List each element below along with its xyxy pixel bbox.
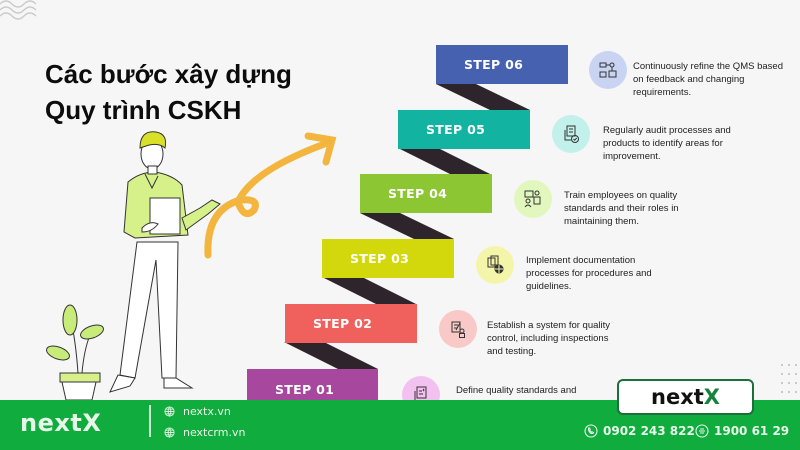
step-label: STEP 01 <box>275 382 335 397</box>
brand-name-suffix: X <box>703 385 720 409</box>
globe-icon <box>164 406 175 417</box>
curved-arrow-icon <box>204 132 337 259</box>
step-02-bar[interactable]: STEP 02 <box>285 304 417 343</box>
phone-number: 0902 243 822 <box>603 424 695 438</box>
step-03-description: Implement documentation processes for pr… <box>526 255 652 292</box>
footer-link-text: nextx.vn <box>183 405 231 418</box>
title-line-2: Quy trình CSKH <box>45 95 242 125</box>
quality-control-icon <box>439 310 477 348</box>
documentation-globe-icon <box>476 246 514 284</box>
brand-name-prefix: next <box>651 385 704 409</box>
dots-decoration-icon <box>781 364 797 402</box>
person-illustration <box>109 131 221 393</box>
step-06-description: Continuously refine the QMS based on fee… <box>633 61 783 98</box>
step-label: STEP 02 <box>313 316 373 331</box>
step-01-bar[interactable]: STEP 01 <box>247 369 378 400</box>
step-03-bar[interactable]: STEP 03 <box>322 239 454 278</box>
globe-icon <box>164 427 175 438</box>
step-06-bar[interactable]: STEP 06 <box>436 45 568 84</box>
audit-checklist-icon <box>552 115 590 153</box>
staircase-shadows <box>284 84 530 369</box>
step-label: STEP 05 <box>426 122 486 137</box>
step-label: STEP 04 <box>388 186 448 201</box>
hotline-icon <box>695 424 709 438</box>
footer-link-nextx[interactable]: nextx.vn <box>164 405 231 418</box>
footer-link-text: nextcrm.vn <box>183 426 246 439</box>
page-title: Các bước xây dựng Quy trình CSKH <box>45 56 292 128</box>
footer-divider <box>149 405 151 437</box>
illustration <box>46 131 337 400</box>
step-label: STEP 03 <box>350 251 410 266</box>
step-01-description: Define quality standards and <box>456 385 577 396</box>
step-02-description: Establish a system for quality control, … <box>487 320 611 357</box>
step-04-bar[interactable]: STEP 04 <box>360 174 492 213</box>
phone-icon <box>584 424 598 438</box>
title-line-1: Các bước xây dựng <box>45 59 292 89</box>
training-people-icon <box>514 180 552 218</box>
footer-logo: nextX <box>20 409 102 437</box>
step-05-bar[interactable]: STEP 05 <box>398 110 530 149</box>
step-05-description: Regularly audit processes and products t… <box>603 125 731 162</box>
footer-phone-mobile[interactable]: 0902 243 822 <box>584 424 695 438</box>
workflow-refine-icon <box>589 51 627 89</box>
wave-decoration-icon <box>0 0 37 20</box>
footer-link-nextcrm[interactable]: nextcrm.vn <box>164 426 245 439</box>
phone-number: 1900 61 29 <box>714 424 790 438</box>
footer-phone-hotline[interactable]: 1900 61 29 <box>695 424 789 438</box>
step-label: STEP 06 <box>464 57 524 72</box>
step-04-description: Train employees on quality standards and… <box>564 190 679 227</box>
plant-icon <box>46 304 104 400</box>
